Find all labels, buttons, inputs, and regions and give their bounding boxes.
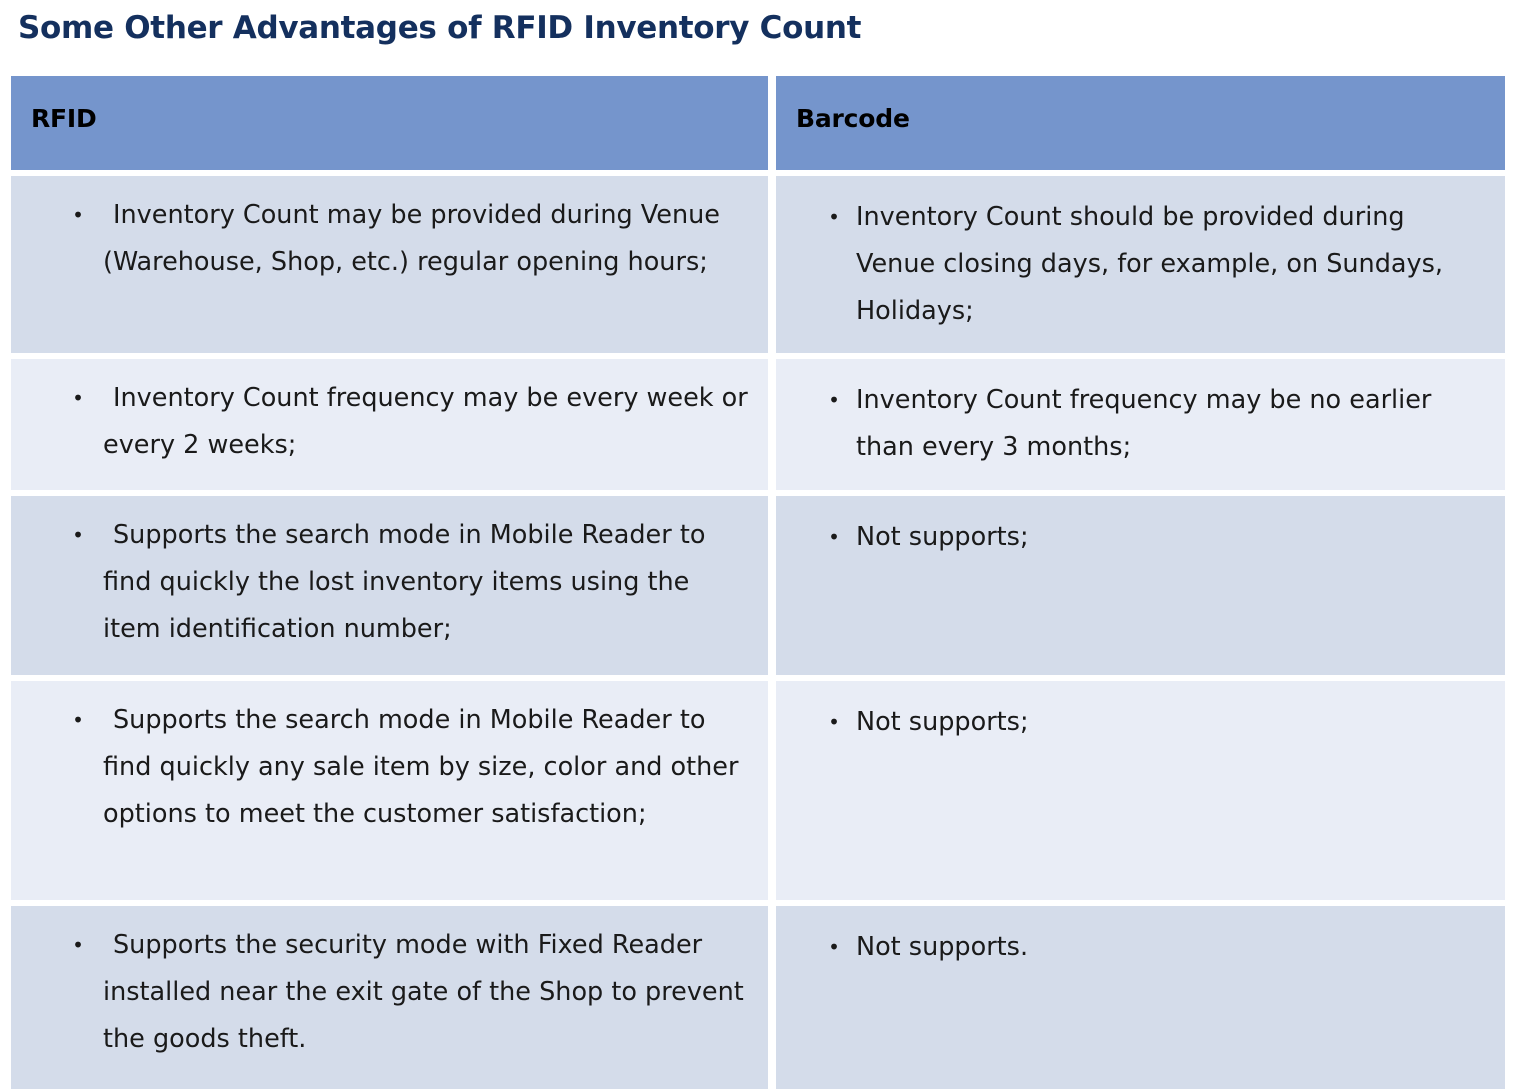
cell-rfid-5: • Supports the security mode with Fixed … <box>11 906 768 1089</box>
cell-barcode-3: • Not supports; <box>776 496 1505 675</box>
table-row: • Supports the search mode in Mobile Rea… <box>11 681 1505 900</box>
row-divider <box>11 170 1505 176</box>
list-item-text: Supports the search mode in Mobile Reade… <box>103 520 706 644</box>
table-row: • Supports the security mode with Fixed … <box>11 906 1505 1089</box>
list-item-text: Supports the search mode in Mobile Reade… <box>103 705 739 829</box>
table-row: • Inventory Count may be provided during… <box>11 176 1505 353</box>
bullet-icon: • <box>828 388 840 412</box>
list-item: • Not supports; <box>821 699 1487 746</box>
list-item-text: Inventory Count should be provided durin… <box>856 202 1444 326</box>
column-header-label-rfid: RFID <box>31 104 97 133</box>
page-title: Some Other Advantages of RFID Inventory … <box>18 10 862 46</box>
bullet-list: • Not supports. <box>776 906 1505 971</box>
row-divider <box>11 490 1505 496</box>
row-divider <box>11 900 1505 906</box>
header-cell-barcode: Barcode <box>776 76 1505 170</box>
list-item: • Inventory Count may be provided during… <box>65 192 750 286</box>
cell-barcode-4: • Not supports; <box>776 681 1505 900</box>
header-cell-rfid: RFID <box>11 76 768 170</box>
list-item-text: Inventory Count may be provided during V… <box>103 200 720 277</box>
list-item: • Inventory Count should be provided dur… <box>821 194 1487 335</box>
column-divider <box>768 906 776 1089</box>
bullet-list: • Not supports; <box>776 681 1505 746</box>
column-divider <box>768 496 776 675</box>
bullet-list: • Inventory Count frequency may be every… <box>11 359 768 469</box>
bullet-icon: • <box>72 386 84 410</box>
comparison-table: RFID Barcode • Inventory Coun <box>11 76 1505 1089</box>
list-item-text: Not supports. <box>856 932 1029 962</box>
cell-barcode-5: • Not supports. <box>776 906 1505 1089</box>
column-divider <box>768 359 776 490</box>
bullet-list: • Inventory Count may be provided during… <box>11 176 768 286</box>
bullet-list: • Supports the search mode in Mobile Rea… <box>11 496 768 653</box>
list-item-text: Not supports; <box>856 707 1029 737</box>
list-item: • Supports the security mode with Fixed … <box>65 922 750 1063</box>
bullet-icon: • <box>828 935 840 959</box>
cell-rfid-1: • Inventory Count may be provided during… <box>11 176 768 353</box>
column-divider <box>768 176 776 353</box>
column-header-label-barcode: Barcode <box>796 104 910 133</box>
cell-barcode-1: • Inventory Count should be provided dur… <box>776 176 1505 353</box>
table-header-row: RFID Barcode <box>11 76 1505 170</box>
list-item-text: Not supports; <box>856 522 1029 552</box>
bullet-icon: • <box>828 525 840 549</box>
bullet-list: • Not supports; <box>776 496 1505 561</box>
row-divider <box>11 675 1505 681</box>
table-row: • Inventory Count frequency may be every… <box>11 359 1505 490</box>
list-item: • Not supports; <box>821 514 1487 561</box>
bullet-icon: • <box>72 203 84 227</box>
column-divider <box>768 76 776 170</box>
bullet-list: • Inventory Count should be provided dur… <box>776 176 1505 335</box>
list-item: • Supports the search mode in Mobile Rea… <box>65 512 750 653</box>
list-item-text: Inventory Count frequency may be no earl… <box>856 385 1432 462</box>
bullet-icon: • <box>828 710 840 734</box>
bullet-list: • Supports the security mode with Fixed … <box>11 906 768 1063</box>
list-item: • Inventory Count frequency may be every… <box>65 375 750 469</box>
cell-rfid-2: • Inventory Count frequency may be every… <box>11 359 768 490</box>
cell-rfid-4: • Supports the search mode in Mobile Rea… <box>11 681 768 900</box>
list-item: • Supports the search mode in Mobile Rea… <box>65 697 750 838</box>
bullet-icon: • <box>72 523 84 547</box>
list-item-text: Supports the security mode with Fixed Re… <box>103 930 744 1054</box>
list-item: • Not supports. <box>821 924 1487 971</box>
column-divider <box>768 681 776 900</box>
bullet-list: • Supports the search mode in Mobile Rea… <box>11 681 768 838</box>
list-item-text: Inventory Count frequency may be every w… <box>103 383 748 460</box>
bullet-list: • Inventory Count frequency may be no ea… <box>776 359 1505 471</box>
bullet-icon: • <box>72 708 84 732</box>
list-item: • Inventory Count frequency may be no ea… <box>821 377 1487 471</box>
table-row: • Supports the search mode in Mobile Rea… <box>11 496 1505 675</box>
row-divider <box>11 353 1505 359</box>
bullet-icon: • <box>72 933 84 957</box>
bullet-icon: • <box>828 205 840 229</box>
cell-barcode-2: • Inventory Count frequency may be no ea… <box>776 359 1505 490</box>
cell-rfid-3: • Supports the search mode in Mobile Rea… <box>11 496 768 675</box>
